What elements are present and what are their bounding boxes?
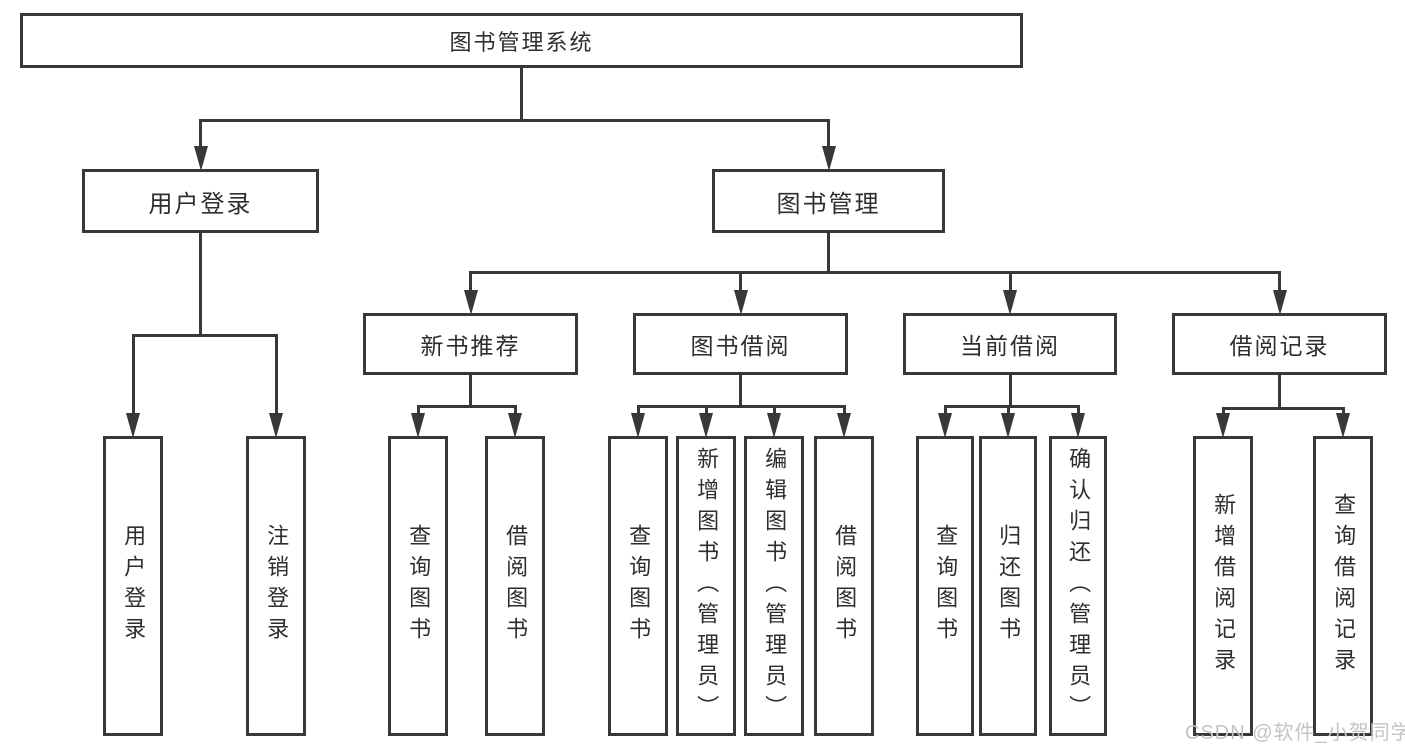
node-leaf-logout: 注销登录 <box>246 436 306 736</box>
connector-line <box>739 375 742 406</box>
connector-line <box>199 120 202 147</box>
node-leaf-cb-query: 查询图书 <box>916 436 974 736</box>
connector-line <box>1008 272 1012 291</box>
arrow-down-icon <box>1003 290 1017 315</box>
node-label: 图书管理 <box>776 190 881 218</box>
arrow-down-icon <box>1071 413 1085 438</box>
arrow-down-icon <box>699 413 713 438</box>
node-leaf-br-query: 查询借阅记录 <box>1313 436 1373 736</box>
node-label: 注销登录 <box>264 524 290 648</box>
node-label: 查询图书 <box>933 524 959 648</box>
node-borrow-record: 借阅记录 <box>1172 313 1387 375</box>
arrow-down-icon <box>463 290 478 315</box>
connector-line <box>1076 406 1080 414</box>
node-root: 图书管理系统 <box>20 13 1023 68</box>
connector-line <box>827 120 830 147</box>
connector-rail <box>416 404 517 408</box>
connector-line <box>842 406 846 414</box>
node-leaf-cb-return: 归还图书 <box>979 436 1037 736</box>
arrow-down-icon <box>193 146 208 171</box>
node-label: 用户登录 <box>148 190 253 218</box>
node-label: 借阅记录 <box>1229 333 1330 359</box>
connector-line <box>704 406 708 414</box>
node-current-borrow: 当前借阅 <box>903 313 1117 375</box>
connector-line <box>131 335 135 414</box>
arrow-down-icon <box>1216 413 1230 438</box>
arrow-down-icon <box>1336 413 1350 438</box>
node-leaf-nb-query: 查询图书 <box>388 436 448 736</box>
connector-line <box>1221 408 1225 414</box>
connector-line <box>772 406 776 414</box>
connector-line <box>520 68 523 120</box>
node-label: 查询图书 <box>406 524 432 648</box>
arrow-down-icon <box>837 413 851 438</box>
arrow-down-icon <box>1001 413 1015 438</box>
arrow-down-icon <box>126 413 140 438</box>
connector-line <box>513 406 517 414</box>
connector-line <box>469 272 472 291</box>
node-leaf-cb-confirm: 确认归还（管理员） <box>1049 436 1107 736</box>
node-book-mgmt: 图书管理 <box>712 169 945 233</box>
arrow-down-icon <box>733 290 748 315</box>
connector-rail <box>636 404 846 408</box>
node-label: 借阅图书 <box>503 524 529 648</box>
connector-line <box>274 335 278 414</box>
node-label: 新增图书（管理员） <box>694 446 720 726</box>
node-leaf-bb-borrow: 借阅图书 <box>814 436 874 736</box>
connector-line <box>1341 408 1345 414</box>
node-label: 查询借阅记录 <box>1331 493 1357 679</box>
connector-rail <box>469 270 1281 274</box>
node-leaf-bb-add: 新增图书（管理员） <box>676 436 736 736</box>
connector-line <box>943 406 947 414</box>
arrow-down-icon <box>269 413 283 438</box>
connector-rail <box>131 333 278 337</box>
node-label: 归还图书 <box>996 524 1022 648</box>
arrow-down-icon <box>631 413 645 438</box>
connector-rail <box>1221 406 1345 410</box>
arrow-down-icon <box>767 413 781 438</box>
connector-line <box>1278 272 1281 291</box>
node-label: 当前借阅 <box>960 333 1060 359</box>
node-leaf-bb-query: 查询图书 <box>608 436 668 736</box>
arrow-down-icon <box>821 146 836 171</box>
node-label: 查询图书 <box>626 524 652 648</box>
connector-line <box>1008 375 1012 406</box>
node-leaf-login: 用户登录 <box>103 436 163 736</box>
connector-rail <box>943 404 1080 408</box>
watermark: CSDN @软件_小贺同学 <box>1185 722 1405 744</box>
node-label: 借阅图书 <box>832 524 858 648</box>
arrow-down-icon <box>1272 290 1287 315</box>
node-leaf-nb-borrow: 借阅图书 <box>485 436 545 736</box>
connector-line <box>827 233 830 272</box>
node-label: 新增借阅记录 <box>1211 493 1237 679</box>
connector-line <box>739 272 742 291</box>
node-leaf-br-add: 新增借阅记录 <box>1193 436 1253 736</box>
node-label: 图书管理系统 <box>449 29 594 55</box>
connector-line <box>469 375 472 406</box>
connector-line <box>199 233 202 335</box>
connector-rail <box>199 118 830 122</box>
node-user-login: 用户登录 <box>82 169 319 233</box>
node-label: 用户登录 <box>121 524 147 648</box>
node-label: 图书借阅 <box>690 333 791 359</box>
node-label: 确认归还（管理员） <box>1066 446 1092 726</box>
connector-line <box>636 406 640 414</box>
connector-line <box>1006 406 1010 414</box>
node-new-book: 新书推荐 <box>363 313 578 375</box>
node-label: 新书推荐 <box>420 333 521 359</box>
arrow-down-icon <box>938 413 952 438</box>
node-book-borrow: 图书借阅 <box>633 313 848 375</box>
connector-line <box>1278 375 1281 408</box>
arrow-down-icon <box>411 413 425 438</box>
arrow-down-icon <box>508 413 522 438</box>
node-label: 编辑图书（管理员） <box>762 446 788 726</box>
connector-line <box>416 406 420 414</box>
node-leaf-bb-edit: 编辑图书（管理员） <box>744 436 804 736</box>
